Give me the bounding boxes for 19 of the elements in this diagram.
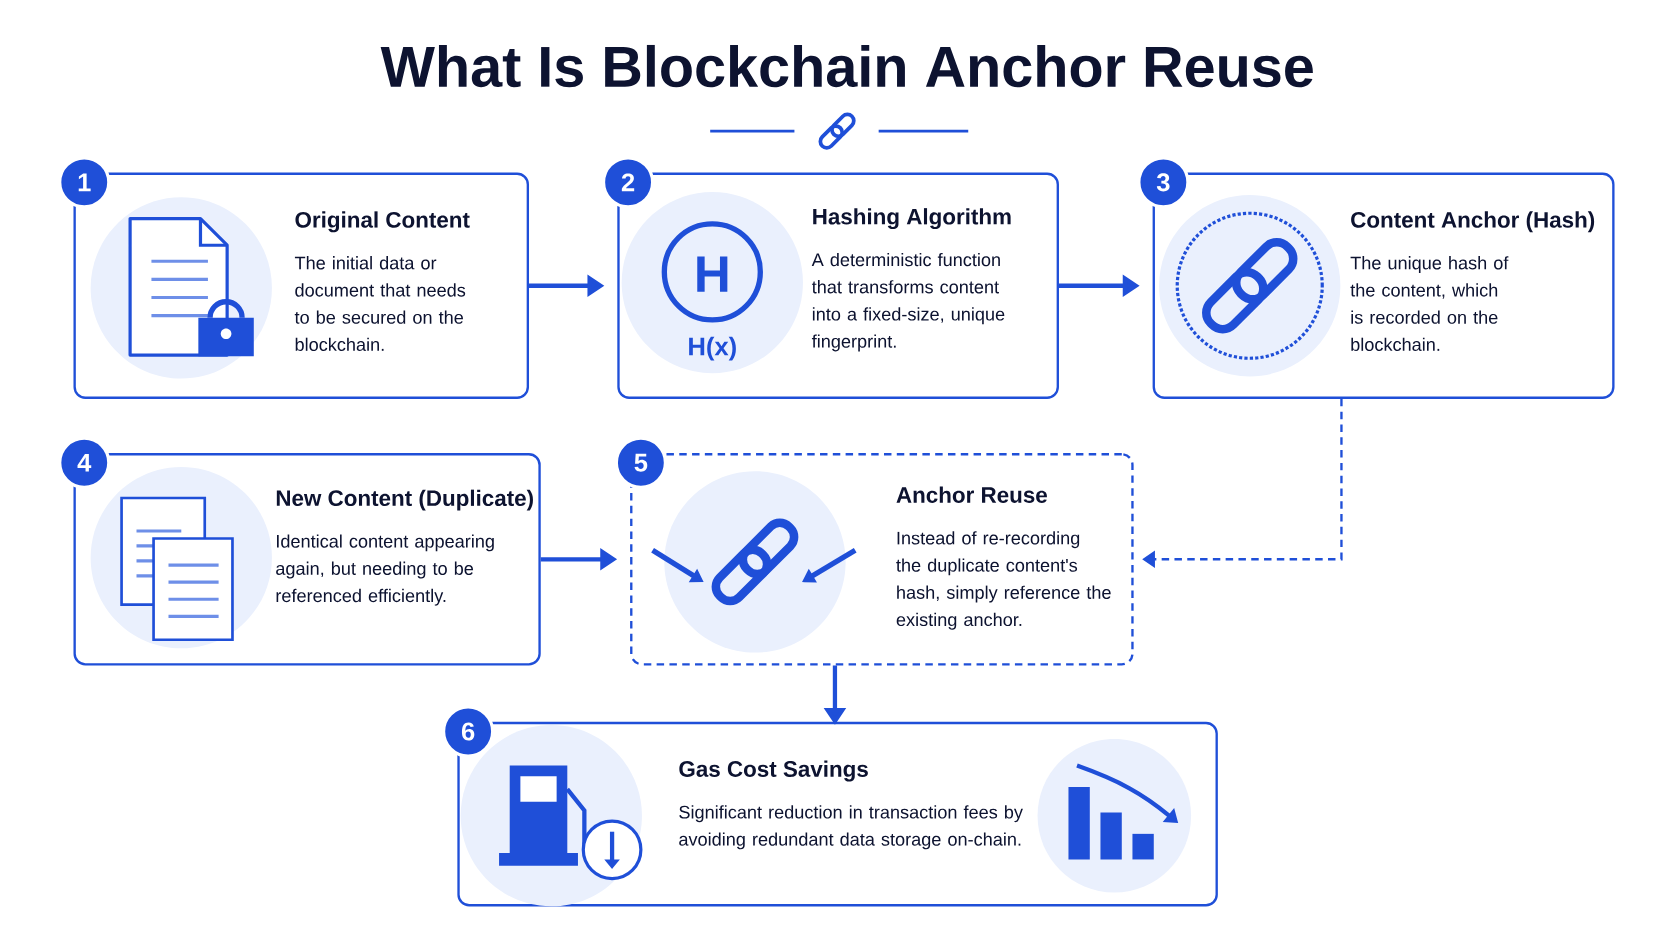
card-description: The unique hash of the content, which is recorded on the blockchain. [1350,255,1509,351]
card-heading: Content Anchor (Hash) [1351,211,1595,232]
card-description: Instead of re-recording the duplicate content's hash, simply reference the existing anchor. [896,531,1111,630]
title: What Is Blockchain Anchor Reuse [380,44,1313,87]
card-heading: Gas Cost Savings [679,760,868,782]
card-description: The initial data or document that needs to be secured on the blockchain. [294,255,466,351]
card-description: Significant reduction in transaction fees by avoiding redundant data storage on-chain. [679,805,1023,850]
step-badge: 6 [442,705,495,758]
card-description: Identical content appearing again, but needing to be referenced efficiently. [276,534,494,606]
card-heading: Hashing Algorithm [813,207,1011,229]
card-description: A deterministic function that transforms content into a fixed-size, unique fingerprint. [811,252,1005,352]
step-badge: 3 [1137,155,1190,209]
card-heading: Original Content [295,211,470,233]
step-badge: 4 [58,436,111,489]
step-badge: 2 [601,155,655,209]
card-heading: Anchor Reuse [896,486,1047,503]
card-heading: New Content (Duplicate) [276,489,533,511]
step-badge: 1 [58,155,111,209]
step-badge: 5 [614,436,667,489]
